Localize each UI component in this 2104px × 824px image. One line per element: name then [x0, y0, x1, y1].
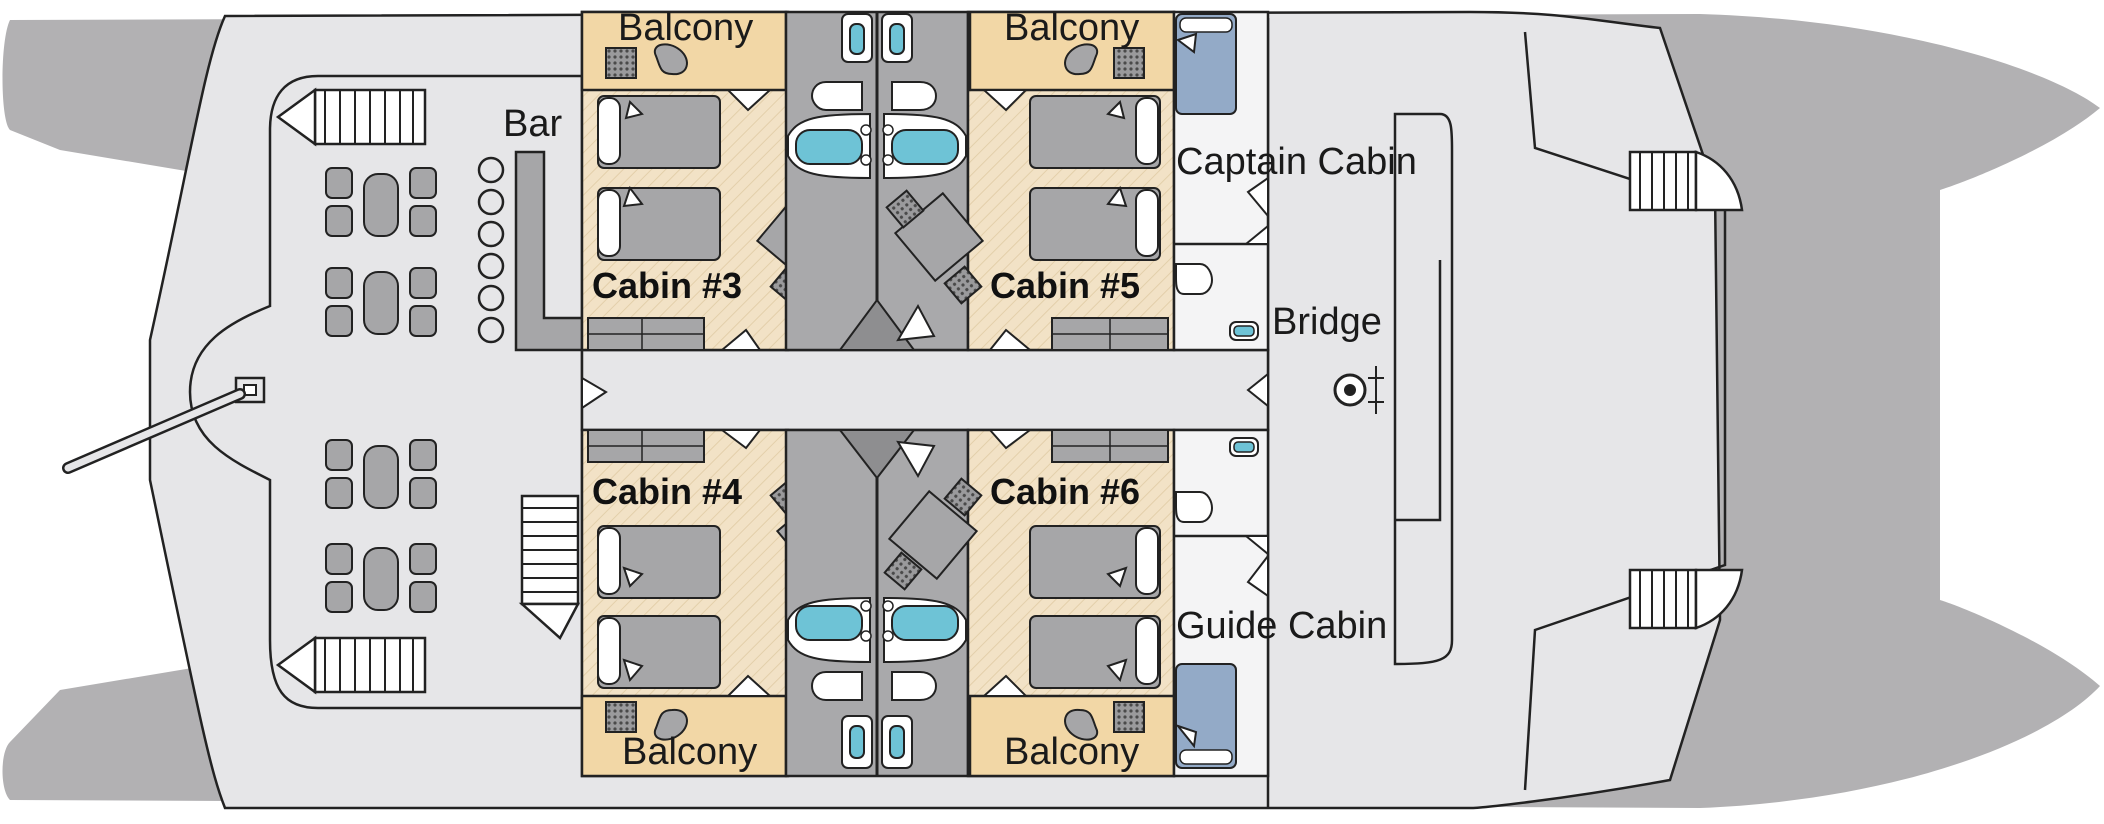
label-balcony-3: Balcony	[618, 7, 753, 49]
label-cabin-3: Cabin #3	[592, 265, 742, 306]
stairs-aft-top	[1628, 150, 1744, 212]
bathrooms-top	[784, 10, 970, 352]
lounge-seating	[325, 167, 437, 613]
stairs-forward-top	[275, 87, 427, 147]
bowsprit	[62, 376, 266, 474]
helm-wheel-icon	[1246, 366, 1384, 414]
stairs-aft-bottom	[1628, 568, 1744, 630]
stairs-forward-bottom	[275, 635, 427, 695]
table-group-4	[325, 543, 437, 613]
label-cabin-4: Cabin #4	[592, 471, 742, 512]
label-captain-cabin: Captain Cabin	[1176, 141, 1417, 183]
label-bar: Bar	[503, 103, 562, 145]
label-cabin-6: Cabin #6	[990, 471, 1140, 512]
label-guide-cabin: Guide Cabin	[1176, 605, 1387, 647]
crew-cabins	[1172, 10, 1270, 778]
label-balcony-5: Balcony	[1004, 7, 1139, 49]
cabin-5	[885, 10, 1176, 352]
table-group-1	[325, 167, 437, 237]
stairs-saloon	[518, 494, 581, 640]
labels: Bar Balcony Balcony Balcony Balcony Cabi…	[503, 7, 1417, 773]
bathrooms-bottom	[784, 428, 970, 778]
cabin-block	[580, 10, 1270, 778]
label-balcony-6: Balcony	[1004, 731, 1139, 773]
table-group-3	[325, 439, 437, 509]
bar-counter	[477, 150, 584, 352]
cabin-6	[883, 428, 1176, 778]
table-group-2	[325, 267, 437, 337]
label-cabin-5: Cabin #5	[990, 265, 1140, 306]
label-balcony-4: Balcony	[622, 731, 757, 773]
label-bridge: Bridge	[1272, 301, 1382, 343]
